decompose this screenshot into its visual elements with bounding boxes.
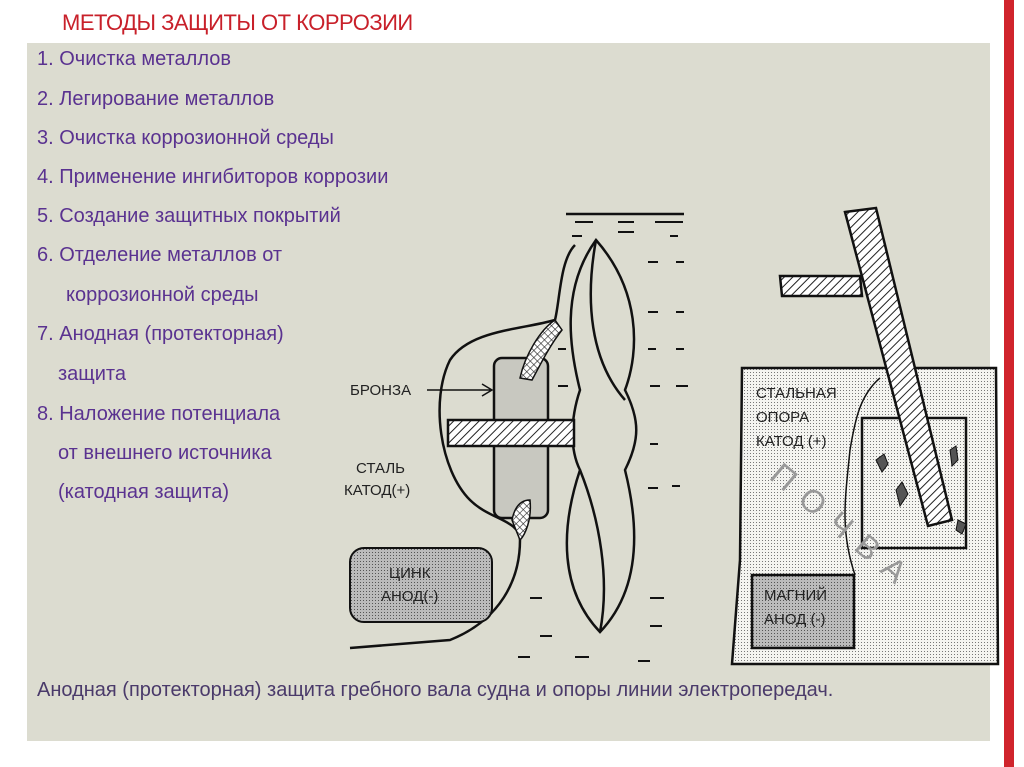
bronze-label: БРОНЗА: [350, 382, 411, 399]
figure-caption: Анодная (протекторная) защита гребного в…: [37, 679, 834, 701]
magnesium-anode-label: АНОД (-): [764, 611, 826, 628]
support-label: ОПОРА: [756, 409, 809, 426]
list-item: 7. Анодная (протекторная): [37, 323, 284, 345]
water-dashes: [518, 221, 688, 662]
list-item: 2. Легирование металлов: [37, 88, 275, 110]
power-line-support-drawing: [730, 206, 1000, 666]
steel-label: СТАЛЬ: [356, 460, 405, 477]
steel-support-label: СТАЛЬНАЯ: [756, 385, 837, 402]
list-item: (катодная защита): [58, 481, 230, 503]
zinc-label: ЦИНК: [389, 565, 431, 582]
list-item: 3. Очистка коррозионной среды: [37, 127, 334, 149]
magnesium-label: МАГНИЙ: [764, 586, 827, 604]
list-item: от внешнего источника: [58, 442, 272, 464]
list-item: 6. Отделение металлов от: [37, 244, 283, 266]
list-item: 4. Применение ингибиторов коррозии: [37, 166, 389, 188]
list-item: 1. Очистка металлов: [37, 48, 231, 70]
slide-title: МЕТОДЫ ЗАЩИТЫ ОТ КОРРОЗИИ: [62, 10, 413, 35]
list-item: коррозионной среды: [66, 284, 259, 306]
steel-cathode-label: КАТОД(+): [344, 482, 410, 499]
accent-bar: [1004, 0, 1014, 767]
zinc-anode-label: АНОД(-): [381, 588, 438, 605]
list-item: 5. Создание защитных покрытий: [37, 205, 341, 227]
list-item: 8. Наложение потенциала: [37, 403, 281, 425]
list-item: защита: [58, 363, 126, 385]
support-cathode-label: КАТОД (+): [756, 433, 826, 450]
ship-propeller-drawing: [349, 212, 684, 650]
